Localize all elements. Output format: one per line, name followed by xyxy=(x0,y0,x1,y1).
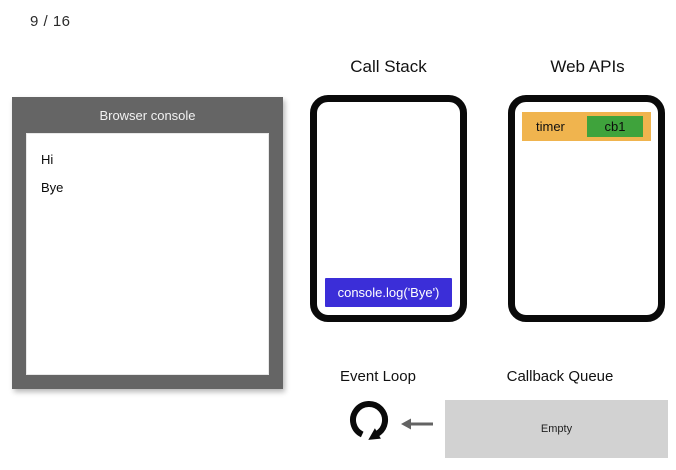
call-stack-box: console.log('Bye') xyxy=(310,95,467,322)
left-arrow-icon xyxy=(400,416,436,437)
web-api-timer-task: timer cb1 xyxy=(522,112,651,141)
callback-queue-box: Empty xyxy=(445,400,668,458)
web-apis-title: Web APIs xyxy=(550,57,625,76)
browser-console-output: Hi Bye xyxy=(26,133,269,375)
timer-label: timer xyxy=(536,119,565,134)
browser-console-panel: Browser console Hi Bye xyxy=(12,97,283,389)
console-log-line: Bye xyxy=(41,180,64,195)
browser-console-title: Browser console xyxy=(99,107,196,123)
callback-chip: cb1 xyxy=(587,116,643,137)
event-loop-title: Event Loop xyxy=(340,368,416,385)
callback-queue-title: Callback Queue xyxy=(506,368,614,385)
event-loop-circular-arrow-icon xyxy=(345,392,393,451)
stack-frame: console.log('Bye') xyxy=(325,278,452,307)
web-apis-box: timer cb1 xyxy=(508,95,665,322)
slide-counter: 9 / 16 xyxy=(30,13,71,30)
callback-queue-status: Empty xyxy=(540,423,573,435)
console-log-line: Hi xyxy=(41,152,54,167)
call-stack-title: Call Stack xyxy=(350,57,427,76)
